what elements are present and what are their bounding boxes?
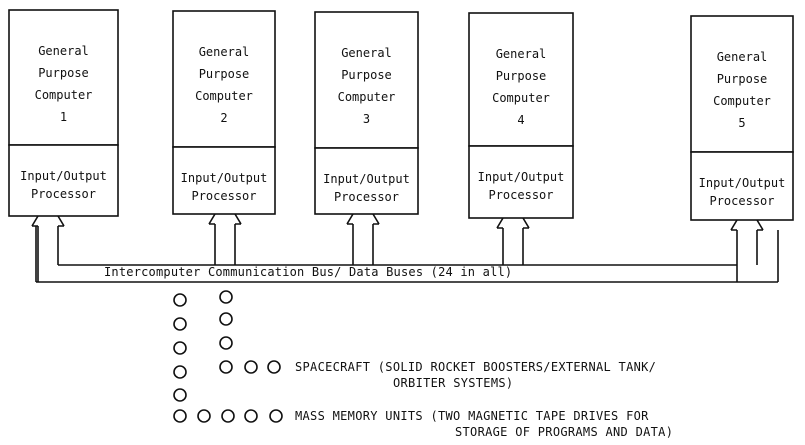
computer-3-label-line: 3 (362, 112, 371, 126)
mass-memory-terminal-circle (197, 409, 211, 423)
iop-4-box (468, 145, 574, 219)
unit-2-connector-arrowhead (208, 213, 242, 225)
spacecraft-label-line2: ORBITER SYSTEMS) (393, 376, 514, 390)
computer-1-label-line: 1 (59, 110, 68, 124)
computer-1-label-line: Purpose (38, 66, 89, 80)
computer-1-label-line: Computer (34, 88, 93, 102)
computer-2-label-line: Purpose (198, 67, 250, 81)
mass-memory-terminal-circle (269, 409, 283, 423)
bus-terminal-circle (219, 336, 233, 350)
computer-2-label-line: 2 (220, 111, 228, 125)
computer-4-label-line: General (495, 47, 547, 61)
bus-terminal-circle (173, 341, 187, 355)
iop-2-label-line: Processor (191, 189, 257, 203)
spacecraft-terminal-circle (244, 360, 258, 374)
bus-label: Intercomputer Communication Bus/ Data Bu… (101, 266, 516, 278)
computer-2-label-line: Computer (195, 89, 253, 103)
mass-memory-terminal-circle (221, 409, 235, 423)
iop-3-label-line: Processor (333, 190, 400, 204)
unit-1-connector-arrowhead (31, 215, 65, 227)
iop-2-box (172, 146, 276, 215)
iop-1-label-line: Processor (30, 187, 97, 201)
computer-2-label-line: General (198, 45, 250, 59)
computer-4-label-line: Purpose (495, 69, 547, 83)
computer-4-box (468, 12, 574, 147)
unit-5-connector-arrowhead (730, 219, 764, 231)
computer-2-box (172, 10, 276, 148)
mass-memory-label-line1: MASS MEMORY UNITS (TWO MAGNETIC TAPE DRI… (295, 409, 649, 423)
bus-terminal-circle (219, 312, 233, 326)
computer-5-label-line: General (716, 50, 768, 64)
iop-3-label-line: Input/Output (323, 172, 410, 186)
iop-1-label-line: Input/Output (20, 169, 107, 183)
computer-3-label-line: Purpose (341, 68, 392, 82)
iop-4-label-line: Processor (488, 188, 554, 202)
unit-4-connector-arrowhead (496, 217, 530, 229)
computer-4-label-line: Computer (492, 91, 550, 105)
bus-terminal-circle (173, 388, 187, 402)
computer-3-label-line: Computer (337, 90, 396, 104)
computer-4-label-line: 4 (517, 113, 525, 127)
computer-5-label-line: 5 (738, 116, 746, 130)
computer-5-label-line: Computer (713, 94, 771, 108)
bus-terminal-circle (173, 409, 187, 423)
iop-5-label-line: Processor (709, 194, 775, 208)
unit-3-connector-arrowhead (346, 213, 380, 225)
bus-terminal-circle (219, 290, 233, 304)
bus-terminal-circle (173, 365, 187, 379)
mass-memory-terminal-circle (244, 409, 258, 423)
computer-5-label-line: Purpose (716, 72, 768, 86)
computer-5-box (690, 15, 794, 153)
iop-5-box (690, 151, 794, 221)
iop-5-label-line: Input/Output (698, 176, 786, 190)
computer-3-label-line: General (341, 46, 392, 60)
iop-1-box (8, 144, 119, 217)
bus-terminal-circle (173, 293, 187, 307)
spacecraft-terminal-circle (219, 360, 233, 374)
iop-4-label-line: Input/Output (477, 170, 565, 184)
spacecraft-terminal-circle (267, 360, 281, 374)
iop-2-label-line: Input/Output (180, 171, 268, 185)
bus-terminal-circle (173, 317, 187, 331)
spacecraft-label-line1: SPACECRAFT (SOLID ROCKET BOOSTERS/EXTERN… (295, 360, 657, 374)
mass-memory-label-line2: STORAGE OF PROGRAMS AND DATA) (455, 425, 674, 439)
computer-3-box (314, 11, 419, 149)
computer-1-label-line: General (38, 44, 89, 58)
iop-3-box (314, 147, 419, 215)
computer-1-box (8, 9, 119, 146)
